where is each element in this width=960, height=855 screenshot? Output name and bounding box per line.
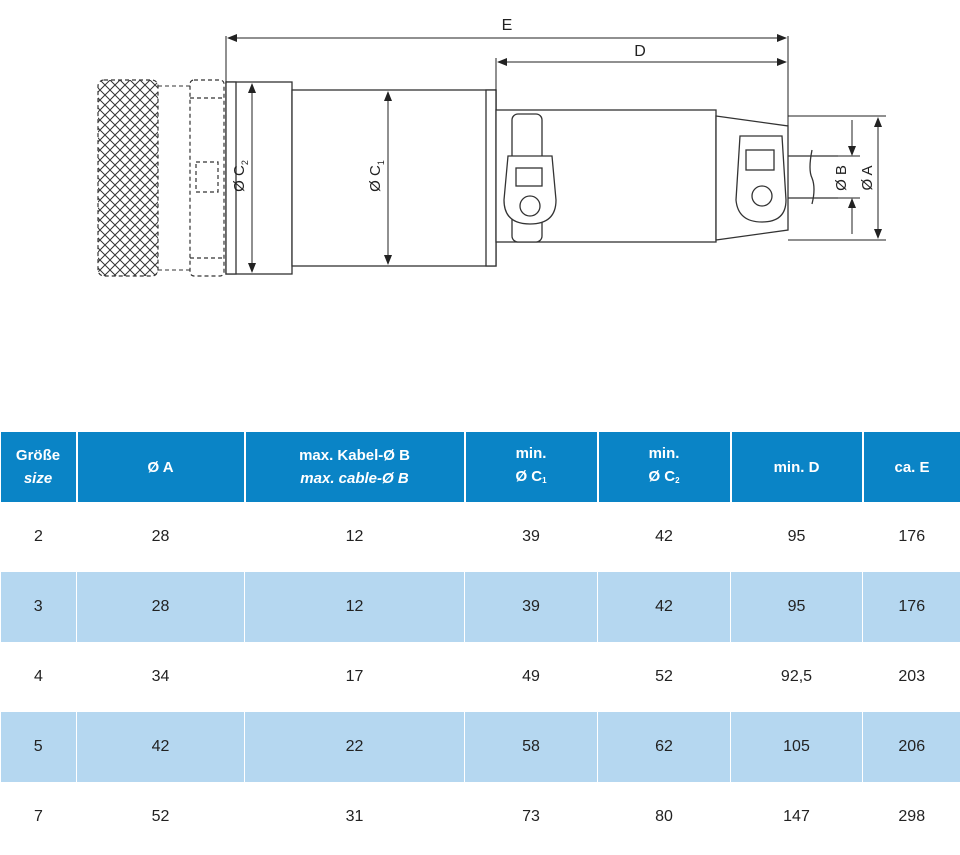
dimension-d-label: D [634,43,646,60]
cell-min-d: 105 [730,712,863,782]
dimension-b-label: Ø B [833,165,850,191]
cell-min-c1: 39 [464,502,598,572]
dimension-c1-label: Ø C1 [367,160,386,192]
cell-min-c2: 80 [597,782,731,852]
cell-diameter-a: 28 [76,502,245,572]
header-size: Größe size [0,432,77,502]
cable [788,149,838,205]
cell-min-d: 95 [730,572,863,642]
header-min-d: min. D [729,432,863,502]
cell-min-c1: 39 [464,572,598,642]
cell-ca-e: 298 [862,782,960,852]
header-min-c2: min. Ø C2 [596,432,731,502]
cell-max-cable-b: 12 [244,572,465,642]
cell-min-c1: 73 [464,782,598,852]
dimension-c1: Ø C1 [367,91,392,265]
dimension-e: E [225,17,789,126]
cell-min-d: 95 [730,502,863,572]
cell-min-d: 92,5 [730,642,863,712]
cell-min-c1: 49 [464,642,598,712]
cell-ca-e: 176 [862,572,960,642]
cell-ca-e: 203 [862,642,960,712]
cell-min-c2: 42 [597,572,731,642]
header-min-c1: min. Ø C1 [463,432,598,502]
main-body [291,89,497,267]
front-body [225,81,293,275]
cell-min-d: 147 [730,782,863,852]
table-header-row: Größe size Ø A max. Kabel-Ø B max. cable… [0,432,960,502]
dimension-c2-label: Ø C2 [231,160,250,192]
cell-diameter-a: 34 [76,642,245,712]
cell-min-c2: 42 [597,502,731,572]
cell-size: 5 [0,712,77,782]
cell-ca-e: 206 [862,712,960,782]
cell-size: 2 [0,502,77,572]
cell-min-c1: 58 [464,712,598,782]
cell-max-cable-b: 22 [244,712,465,782]
dimension-e-label: E [502,17,513,34]
cell-size: 4 [0,642,77,712]
cell-ca-e: 176 [862,502,960,572]
cell-max-cable-b: 17 [244,642,465,712]
cell-size: 7 [0,782,77,852]
cell-size: 3 [0,572,77,642]
dimension-a: Ø A [788,115,886,241]
dimension-d: D [495,43,787,110]
dimension-table: Größe size Ø A max. Kabel-Ø B max. cable… [0,432,960,852]
coupling-collar [189,79,225,277]
dimension-b: Ø B [833,120,860,234]
header-max-cable-b: max. Kabel-Ø B max. cable-Ø B [243,432,465,502]
dimension-a-label: Ø A [859,165,876,190]
header-ca-e: ca. E [861,432,960,502]
cell-diameter-a: 42 [76,712,245,782]
cell-diameter-a: 28 [76,572,245,642]
cell-min-c2: 52 [597,642,731,712]
header-diameter-a: Ø A [75,432,245,502]
cell-min-c2: 62 [597,712,731,782]
dimension-c2: Ø C2 [231,83,256,273]
rear-housing [495,109,789,243]
connector-technical-drawing: E D Ø C2 Ø C1 Ø B Ø A [97,17,886,277]
cell-max-cable-b: 12 [244,502,465,572]
knurled-coupling-nut [97,79,190,277]
cell-max-cable-b: 31 [244,782,465,852]
cell-diameter-a: 52 [76,782,245,852]
